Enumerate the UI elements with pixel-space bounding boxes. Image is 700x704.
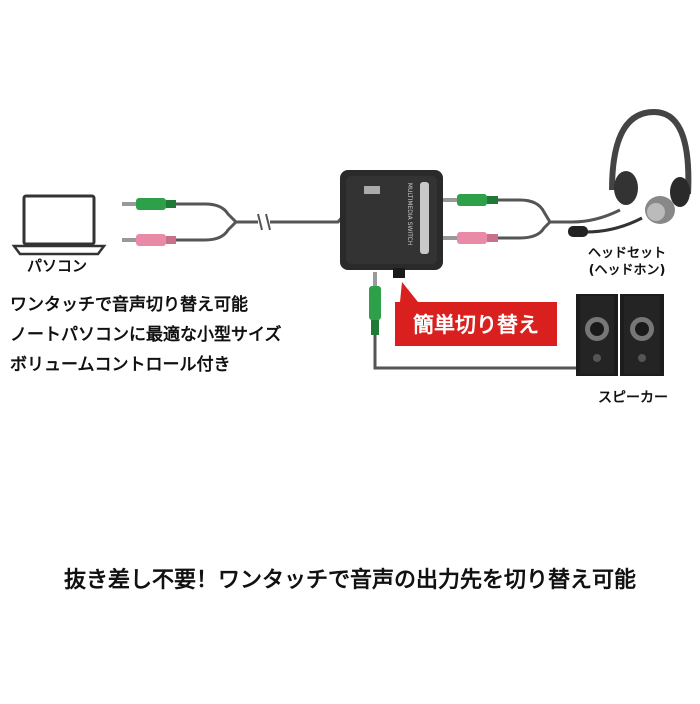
headset-icon (568, 108, 692, 237)
feature-item: ノートパソコンに最適な小型サイズ (10, 325, 282, 345)
headset-label-line2: (ヘッドホン) (588, 263, 666, 278)
feature-item: ワンタッチで音声切り替え可能 (10, 295, 248, 315)
feature-list: ワンタッチで音声切り替え可能 ノートパソコンに最適な小型サイズ ボリュームコント… (10, 290, 282, 380)
speakers-icon (576, 294, 664, 376)
pc-label: パソコン (27, 257, 88, 275)
pc-pink-plug (122, 234, 176, 246)
cable-break-mark (257, 213, 271, 231)
headset-label-line1: ヘッドセット (588, 246, 667, 261)
device-print-text: MULTIMEDIA SWITCH (406, 183, 413, 245)
headset-green-plug (443, 194, 498, 206)
headset-label: ヘッドセット (ヘッドホン) (588, 245, 666, 279)
headset-cable (498, 198, 621, 240)
pc-green-plug (122, 198, 176, 210)
speaker-cable (373, 335, 582, 370)
speaker-green-plug (369, 272, 381, 335)
bottom-caption: 抜き差し不要！ワンタッチで音声の出力先を切り替え可能 (63, 568, 636, 593)
multimedia-switch-device (340, 170, 443, 278)
easy-switch-banner: 簡単切り替え (395, 302, 557, 346)
speaker-label: スピーカー (598, 390, 668, 406)
feature-item: ボリュームコントロール付き (10, 355, 231, 375)
headset-pink-plug (443, 232, 498, 244)
banner-pointer (400, 282, 418, 302)
laptop-icon (11, 194, 107, 256)
